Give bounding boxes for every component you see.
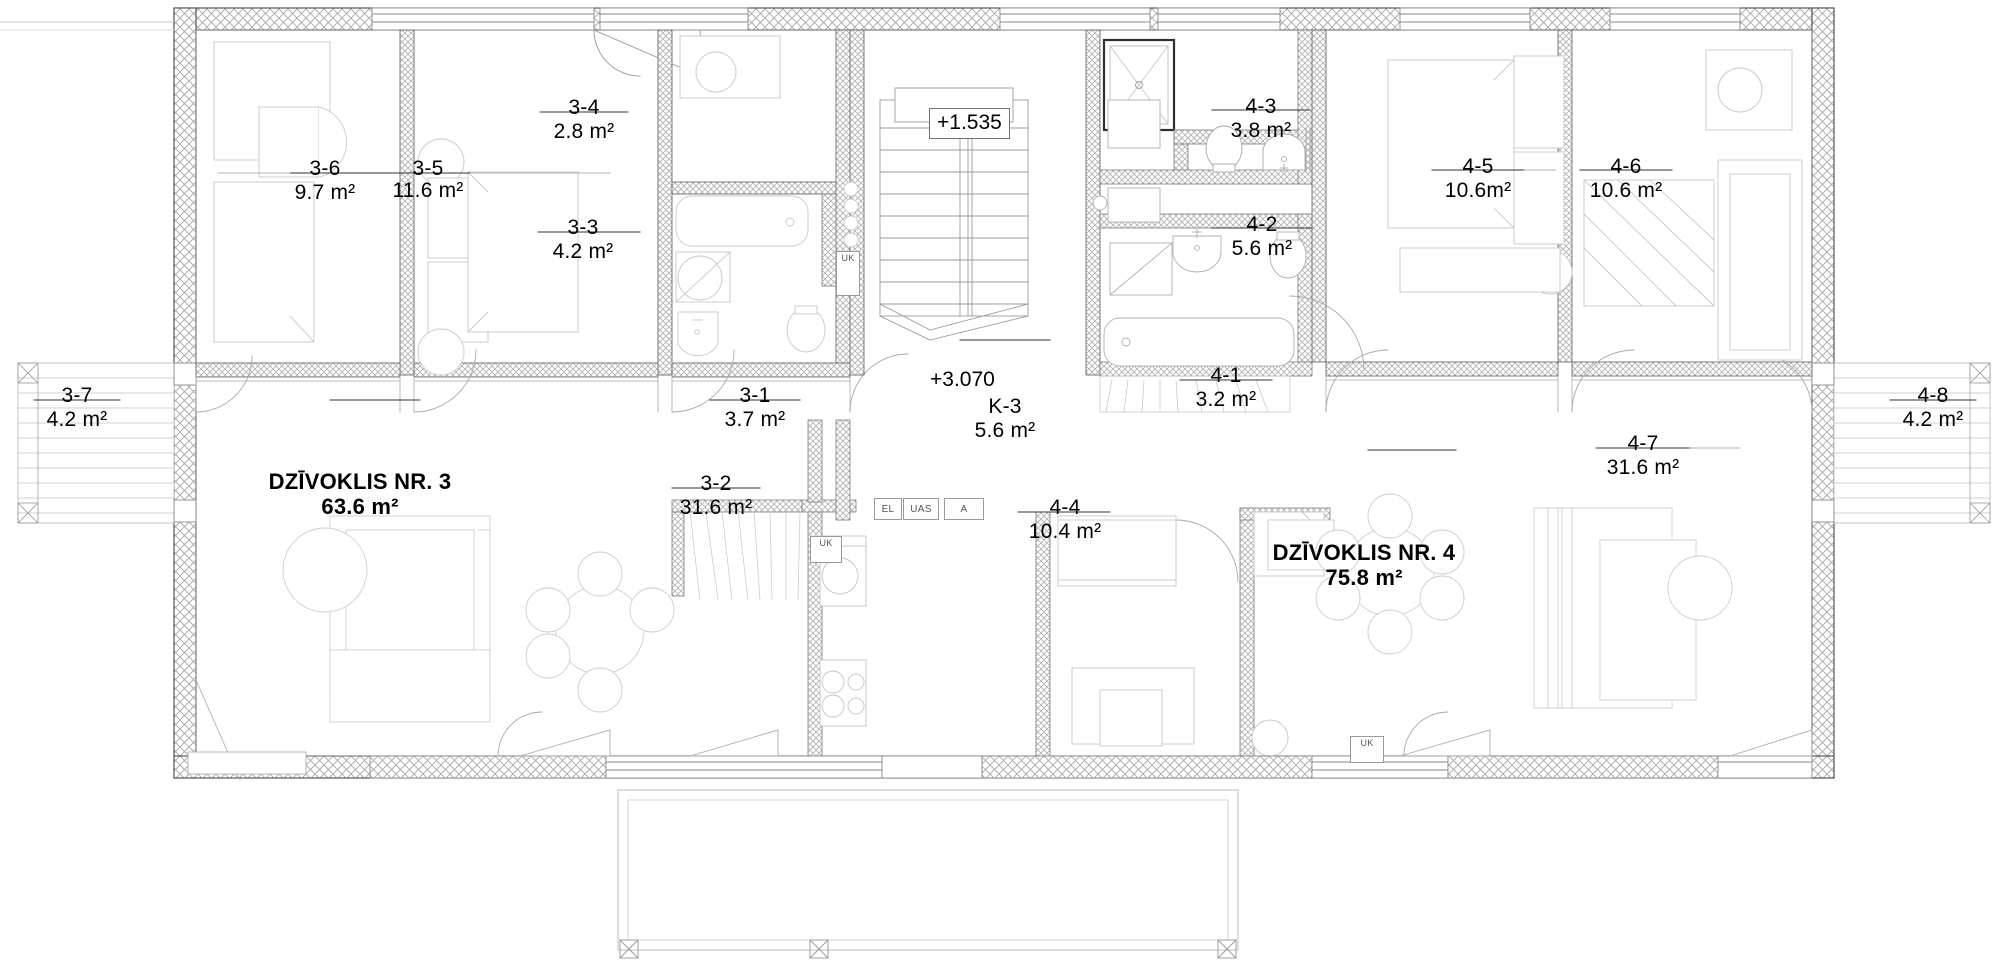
riser-box-uk-2: UK — [810, 536, 842, 563]
shaft-box-a: A — [944, 498, 984, 520]
shaft-box-uas: UAS — [903, 498, 939, 520]
elevation-marker-1535: +1.535 — [929, 108, 1010, 139]
elevation-marker-3070: +3.070 — [930, 368, 995, 391]
shaft-box-el: EL — [874, 498, 902, 520]
riser-box-uk-1: UK — [836, 251, 860, 296]
riser-box-uk-3: UK — [1350, 736, 1384, 763]
